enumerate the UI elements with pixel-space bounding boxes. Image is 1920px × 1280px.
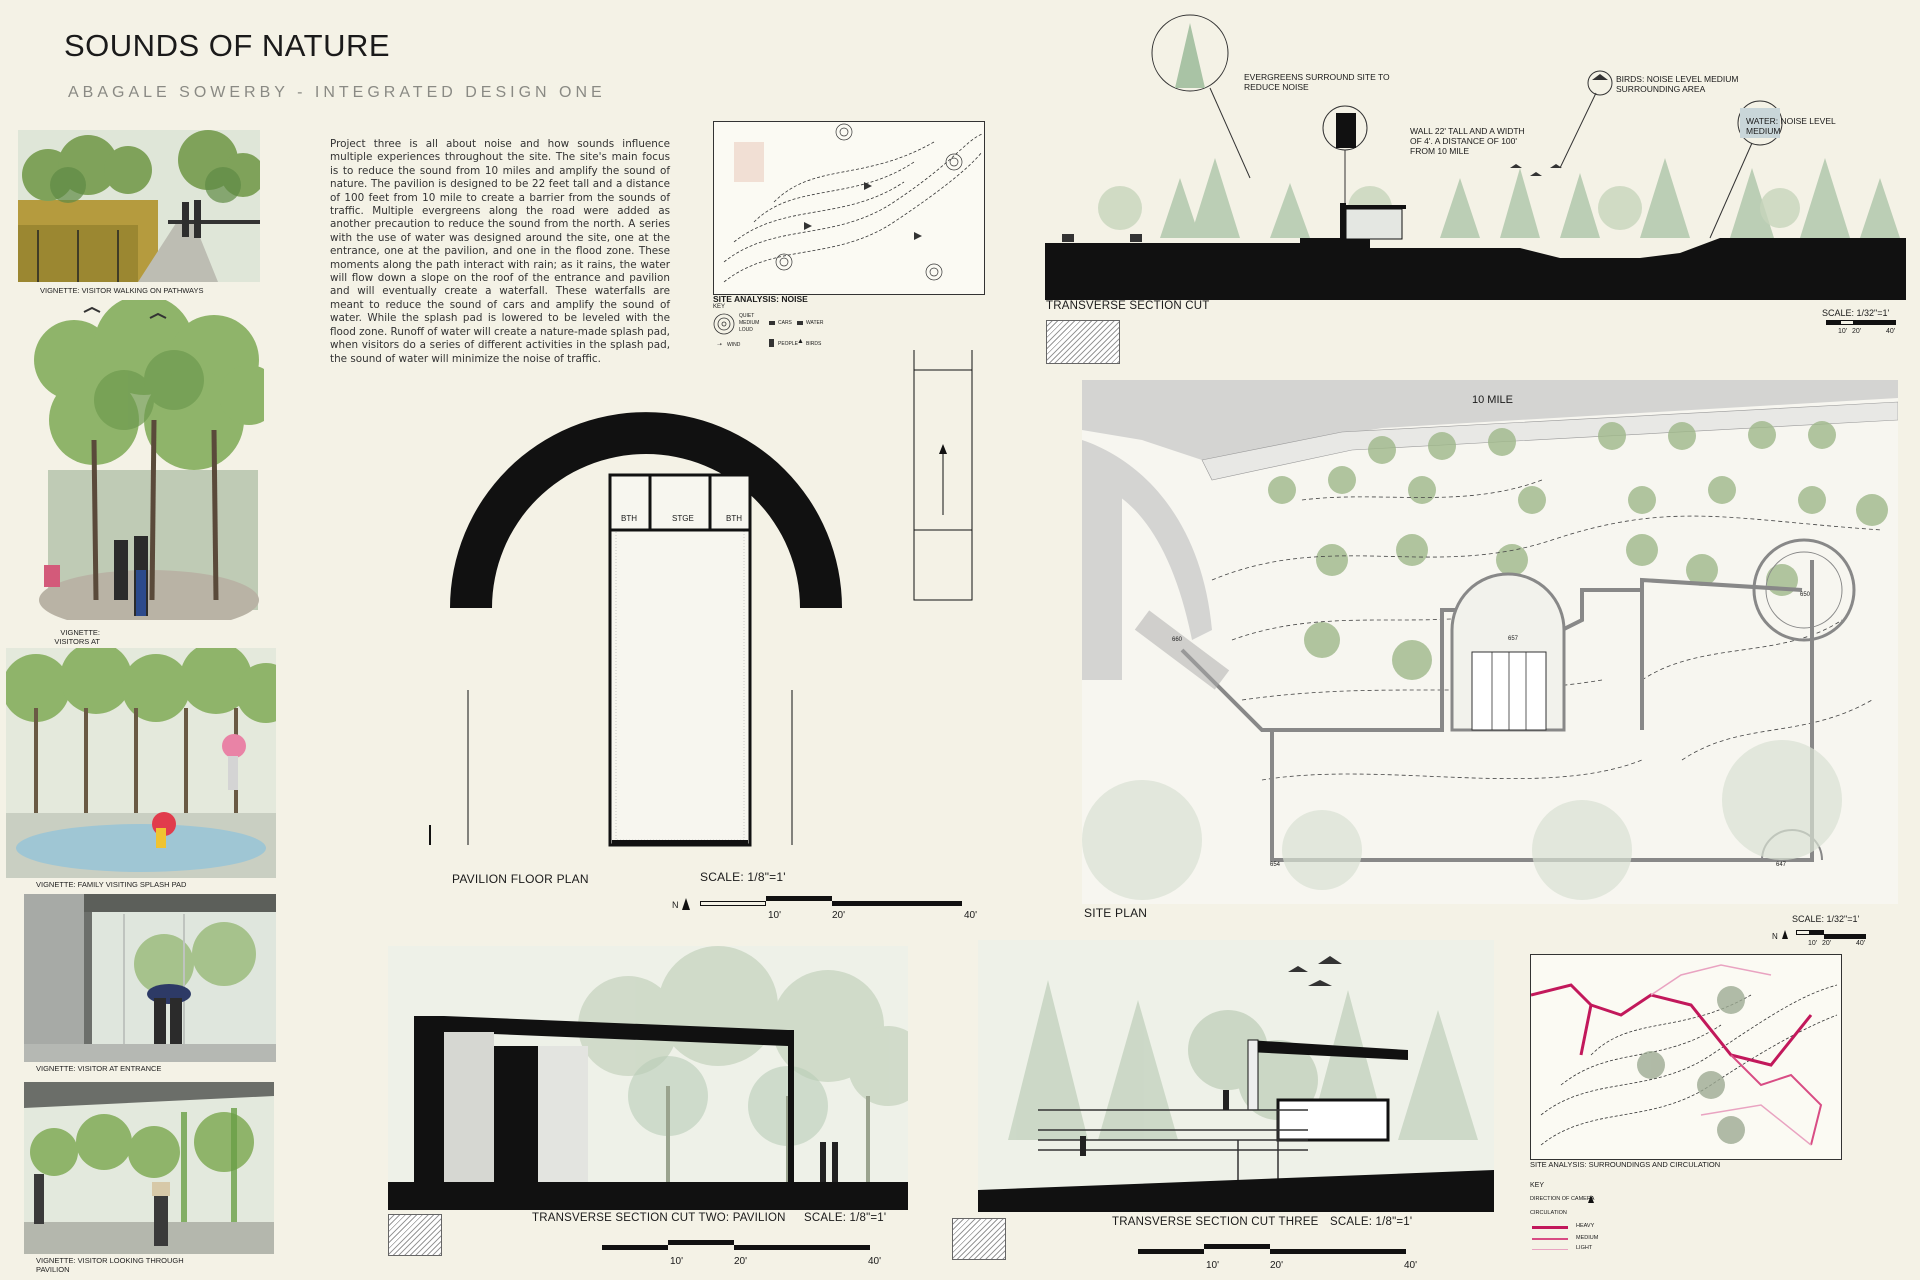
pavilion-plan-north-label: N (672, 900, 679, 910)
pavilion-plan-scalebar (700, 896, 962, 906)
vignette-river-image (34, 300, 264, 620)
vignette-caption-pathways: VIGNETTE: VISITOR WALKING ON PATHWAYS (40, 286, 204, 295)
transverse-section-drawing (1040, 8, 1906, 300)
site-plan-marker-647: 647 (1776, 862, 1787, 868)
room-bathroom-2: BTH (726, 514, 742, 523)
transverse-section-tick-40: 40' (1886, 328, 1896, 335)
circulation-medium-label: MEDIUM (1576, 1235, 1599, 1241)
section-three-scale: SCALE: 1/8"=1' (1330, 1216, 1413, 1228)
site-plan-north-label: N (1772, 932, 1778, 941)
site-plan-road-label: 10 MILE (1472, 394, 1513, 406)
site-plan-tick-10: 10' (1808, 940, 1818, 947)
transverse-section-tick-20: 20' (1852, 328, 1862, 335)
section-two-drawing (388, 946, 908, 1210)
transverse-section-key-thumbnail (1046, 320, 1120, 364)
section-two-key-thumbnail (388, 1214, 442, 1256)
site-plan-marker-657: 657 (1508, 636, 1519, 642)
section-two-scalebar (602, 1240, 870, 1250)
key-birds: BIRDS (806, 341, 822, 347)
site-plan-marker-654: 654 (1270, 862, 1281, 868)
vignette-splash-pad-image (6, 648, 276, 878)
site-analysis-circulation-map (1530, 954, 1842, 1160)
page-title: SOUNDS OF NATURE (64, 28, 391, 63)
circulation-light-swatch (1532, 1249, 1568, 1250)
camera-direction-icon (1588, 1195, 1594, 1203)
site-analysis-noise-title: SITE ANALYSIS: NOISE (713, 294, 808, 304)
key-people: PEOPLE (778, 341, 799, 347)
annotation-water: WATER: NOISE LEVEL MEDIUM (1746, 116, 1836, 136)
transverse-section-scalebar (1826, 320, 1896, 330)
site-analysis-noise-key-label: KEY (713, 304, 726, 310)
site-plan-title: SITE PLAN (1084, 906, 1148, 920)
key-quiet: QUIET (739, 313, 755, 319)
site-plan-north-arrow-icon (1782, 930, 1788, 939)
transverse-section-tick-10: 10' (1838, 328, 1848, 335)
vignette-entrance-image (24, 894, 276, 1062)
transverse-section-scale: SCALE: 1/32"=1' (1822, 308, 1890, 318)
page-subtitle: ABAGALE SOWERBY - INTEGRATED DESIGN ONE (68, 84, 606, 101)
section-two-title: TRANSVERSE SECTION CUT TWO: PAVILION (532, 1212, 786, 1224)
section-three-tick-10: 10' (1206, 1260, 1220, 1271)
vignette-caption-looking-through: VIGNETTE: VISITOR LOOKING THROUGH PAVILI… (36, 1256, 184, 1274)
circulation-key-label: KEY (1530, 1182, 1545, 1189)
pavilion-floor-plan-drawing (420, 350, 980, 860)
vignette-caption-entrance: VIGNETTE: VISITOR AT ENTRANCE (36, 1064, 162, 1073)
project-description: Project three is all about noise and how… (330, 138, 670, 365)
key-medium: MEDIUM (739, 320, 760, 326)
section-two-tick-10: 10' (670, 1256, 684, 1267)
key-loud: LOUD (739, 327, 753, 333)
pavilion-plan-tick-10: 10' (768, 910, 782, 921)
site-plan-scale: SCALE: 1/32"=1' (1792, 914, 1860, 924)
north-arrow-icon (682, 898, 690, 910)
wind-icon: ➝ (717, 342, 723, 348)
section-two-tick-20: 20' (734, 1256, 748, 1267)
annotation-evergreens: EVERGREENS SURROUND SITE TO REDUCE NOISE (1244, 72, 1390, 92)
pavilion-plan-tick-40: 40' (964, 910, 978, 921)
site-plan-marker-660: 660 (1172, 637, 1183, 643)
section-three-drawing (978, 940, 1494, 1212)
circulation-camera-label: DIRECTION OF CAMERA (1530, 1196, 1595, 1202)
vignette-looking-through-image (24, 1082, 274, 1254)
site-plan-scalebar (1796, 930, 1866, 940)
annotation-birds: BIRDS: NOISE LEVEL MEDIUM SURROUNDING AR… (1616, 74, 1739, 94)
circulation-label: CIRCULATION (1530, 1210, 1567, 1216)
site-plan-marker-650: 650 (1800, 592, 1811, 598)
site-plan-tick-40: 40' (1856, 940, 1866, 947)
pavilion-plan-title: PAVILION FLOOR PLAN (452, 872, 589, 886)
key-water: WATER (806, 320, 824, 326)
water-icon (797, 321, 803, 325)
section-two-scale: SCALE: 1/8"=1' (804, 1212, 887, 1224)
cars-icon (769, 321, 775, 325)
site-plan-tick-20: 20' (1822, 940, 1832, 947)
section-three-tick-40: 40' (1404, 1260, 1418, 1271)
vignette-pathways-image (18, 130, 260, 282)
circulation-heavy-label: HEAVY (1576, 1223, 1595, 1229)
key-wind: WIND (727, 342, 741, 348)
section-three-scalebar (1138, 1244, 1406, 1254)
section-two-tick-40: 40' (868, 1256, 882, 1267)
site-analysis-noise-map (713, 121, 985, 295)
circulation-heavy-swatch (1532, 1226, 1568, 1229)
site-analysis-circulation-title: SITE ANALYSIS: SURROUNDINGS AND CIRCULAT… (1530, 1160, 1721, 1169)
pavilion-plan-tick-20: 20' (832, 910, 846, 921)
section-three-tick-20: 20' (1270, 1260, 1284, 1271)
vignette-caption-splash-pad: VIGNETTE: FAMILY VISITING SPLASH PAD (36, 880, 187, 889)
section-three-key-thumbnail (952, 1218, 1006, 1260)
birds-icon: ▲ (797, 338, 804, 345)
people-icon (769, 339, 774, 347)
section-three-title: TRANSVERSE SECTION CUT THREE (1112, 1216, 1319, 1228)
transverse-section-title: TRANSVERSE SECTION CUT (1046, 300, 1210, 312)
room-stage: STGE (672, 514, 694, 523)
site-plan-drawing (1082, 380, 1898, 904)
room-bathroom-1: BTH (621, 514, 637, 523)
site-analysis-noise-key: QUIET MEDIUM LOUD CARS WATER ➝ WIND PEOP… (713, 313, 833, 353)
annotation-wall: WALL 22' TALL AND A WIDTH OF 4'. A DISTA… (1410, 126, 1525, 156)
pavilion-plan-scale: SCALE: 1/8"=1' (700, 870, 786, 884)
key-cars: CARS (778, 320, 792, 326)
circulation-medium-swatch (1532, 1238, 1568, 1240)
circulation-light-label: LIGHT (1576, 1245, 1593, 1251)
